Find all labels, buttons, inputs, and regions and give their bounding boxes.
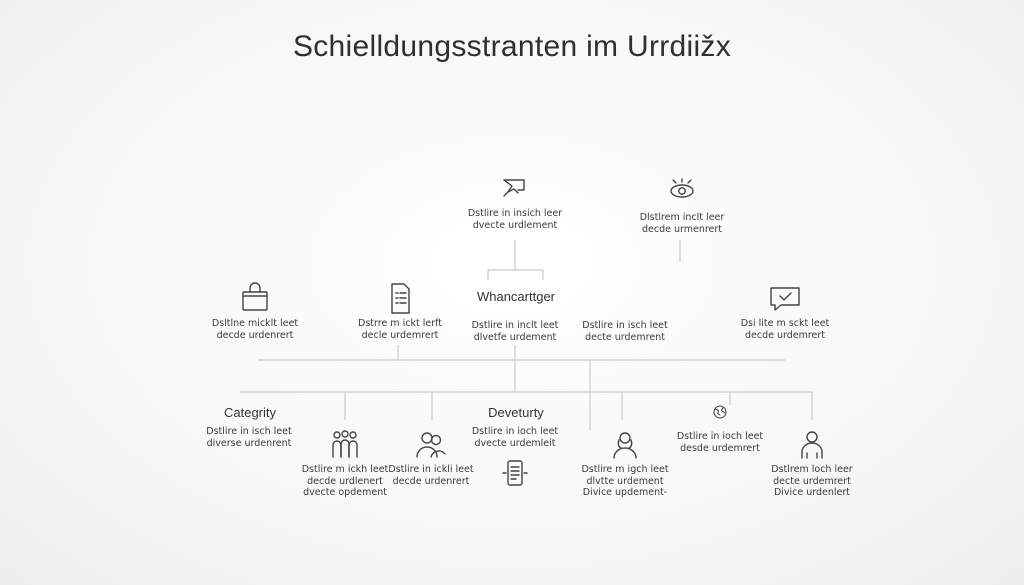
node-text: decde urmenrert bbox=[641, 223, 723, 235]
node-mid-2: Dstrre m ickt lerft decle urdemrert bbox=[325, 282, 475, 341]
person-icon bbox=[801, 431, 823, 459]
node-text: Dstlire m igch leet bbox=[581, 464, 669, 475]
node-text: decte urdemrert bbox=[773, 475, 851, 487]
node-text: Divice urdenlert bbox=[773, 487, 851, 498]
node-bottom-1: Dstlire m ickh leet decde urdlenert dvec… bbox=[270, 428, 420, 499]
document-list-icon bbox=[391, 283, 410, 314]
chat-check-icon bbox=[770, 287, 800, 311]
diagram-title: Schielldungsstranten im Urrdiižx bbox=[292, 30, 732, 63]
node-text: Dstlire in ioch leet bbox=[471, 426, 559, 437]
shopping-bag-icon bbox=[242, 282, 268, 311]
node-text: dlvetfe urdement bbox=[473, 331, 557, 343]
eye-target-icon bbox=[670, 178, 694, 198]
woman-icon bbox=[613, 432, 637, 459]
node-bottom-5: Dstlrem loch leer decte urdemrert Divice… bbox=[737, 428, 887, 499]
heading-category: Categrity bbox=[223, 405, 277, 420]
node-top-right: Dlstlrem inclt leer decde urmenrert bbox=[607, 176, 757, 235]
node-category-sub: Dstlire in isch leet diverse urdenrent bbox=[174, 426, 324, 449]
hand-pointer-icon bbox=[503, 179, 525, 197]
node-mid-3: Dstlire in inclt leet dlvetfe urdement bbox=[440, 320, 590, 343]
node-text: Divice updement- bbox=[582, 487, 668, 498]
node-text: decle urdemrert bbox=[361, 329, 439, 341]
node-text: diverse urdenrent bbox=[206, 437, 292, 449]
node-text: Dstlire in ickli leet bbox=[388, 464, 474, 475]
heading-center: Whancarttger bbox=[476, 289, 556, 304]
node-text: Dstlire in inclt leet bbox=[471, 320, 559, 331]
node-mid-5: Dsi lite m sckt leet decde urdemrert bbox=[710, 282, 860, 341]
node-text: decde urdenrert bbox=[392, 475, 470, 487]
node-text: desde urdemrert bbox=[680, 442, 760, 454]
node-text: Dstlire in isch leet bbox=[206, 426, 292, 437]
node-bottom-3: Dstlire m igch leet dlvtte urdement Divi… bbox=[550, 428, 700, 499]
node-mid-1: Dsltlne micklt leet decde urdenrert bbox=[180, 282, 330, 341]
node-text: decde urdlenert bbox=[307, 475, 383, 487]
node-text: decde urdenrert bbox=[216, 329, 294, 341]
node-text: Dstlire in isch leet bbox=[582, 320, 668, 331]
node-text: Dsi lite m sckt leet bbox=[740, 318, 830, 329]
group-people-icon bbox=[332, 430, 358, 458]
node-text: dvecte opdement bbox=[303, 487, 387, 498]
node-text: Dsltlne micklt leet bbox=[211, 318, 299, 329]
node-text: dvecte urdemleit bbox=[474, 437, 556, 449]
node-text: Dstlire m ickh leet bbox=[301, 464, 389, 475]
node-text: Dstlire in ioch leet bbox=[676, 431, 764, 442]
node-mid-4: Dstlire in isch leet decte urdemrent bbox=[550, 320, 700, 343]
node-top-center: Dstlire in insich leer dvecte urdlement bbox=[440, 172, 590, 231]
node-bottom-4: Dstlire in ioch leet desde urdemrert bbox=[645, 403, 795, 454]
globe-icon bbox=[713, 405, 727, 419]
mobile-document-icon bbox=[502, 460, 528, 486]
node-bottom-2: Dstlire in ickli leet decde urdenrert bbox=[356, 428, 506, 487]
node-text: Dlstlrem inclt leer bbox=[639, 212, 725, 223]
node-text: Dstlrem loch leer bbox=[771, 464, 853, 475]
node-text: Dstlire in insich leer bbox=[467, 208, 563, 219]
node-text: dvecte urdlement bbox=[472, 219, 558, 231]
heading-deveturty: Deveturty bbox=[488, 405, 544, 420]
node-deveturty-sub: Dstlire in ioch leet dvecte urdemleit bbox=[440, 426, 590, 493]
node-text: dlvtte urdement bbox=[586, 475, 664, 487]
node-text: Dstrre m ickt lerft bbox=[358, 318, 442, 329]
node-text: decde urdemrert bbox=[744, 329, 826, 341]
node-text: decte urdemrent bbox=[585, 331, 665, 343]
two-people-icon bbox=[416, 432, 446, 458]
